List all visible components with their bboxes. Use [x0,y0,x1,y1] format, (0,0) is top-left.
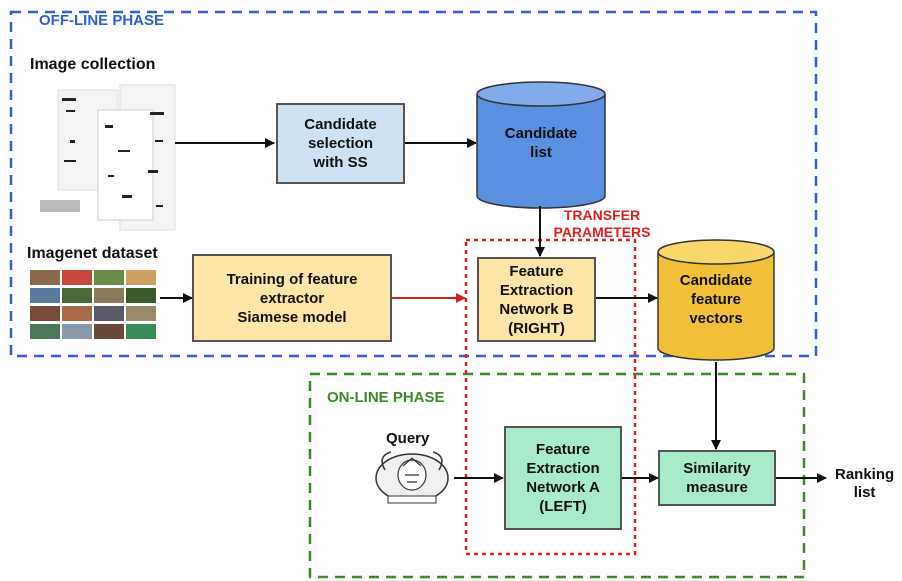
query-emblem-image [375,451,449,504]
imagenet-dataset-label: Imagenet dataset [27,245,158,262]
candidate-list-cylinder [476,81,606,209]
transfer-parameters-frame [464,238,637,556]
offline-phase-frame [9,10,818,358]
image-collection-label: Image collection [30,56,156,73]
candidate-vectors-cylinder [657,239,775,361]
image-collection-thumbnails [40,84,176,231]
ranking-list-label: Ranking list [835,466,895,501]
network-b-box: Feature Extraction Network B (RIGHT) [477,257,596,342]
similarity-box: Similarity measure [658,450,776,506]
online-phase-frame [308,372,806,579]
query-label: Query [386,430,430,447]
network-a-box: Feature Extraction Network A (LEFT) [504,426,622,530]
candidate-vectors-label: Candidate feature vectors [679,272,753,327]
candidate-list-label: Candidate list [504,125,578,161]
online-phase-label: ON-LINE PHASE [327,389,445,406]
imagenet-thumbnails [30,270,156,339]
training-box: Training of feature extractor Siamese mo… [192,254,392,342]
offline-phase-label: OFF-LINE PHASE [39,12,165,29]
candidate-selection-box: Candidate selection with SS [276,103,405,184]
transfer-parameters-label: TRANSFER PARAMETERS [553,207,651,240]
